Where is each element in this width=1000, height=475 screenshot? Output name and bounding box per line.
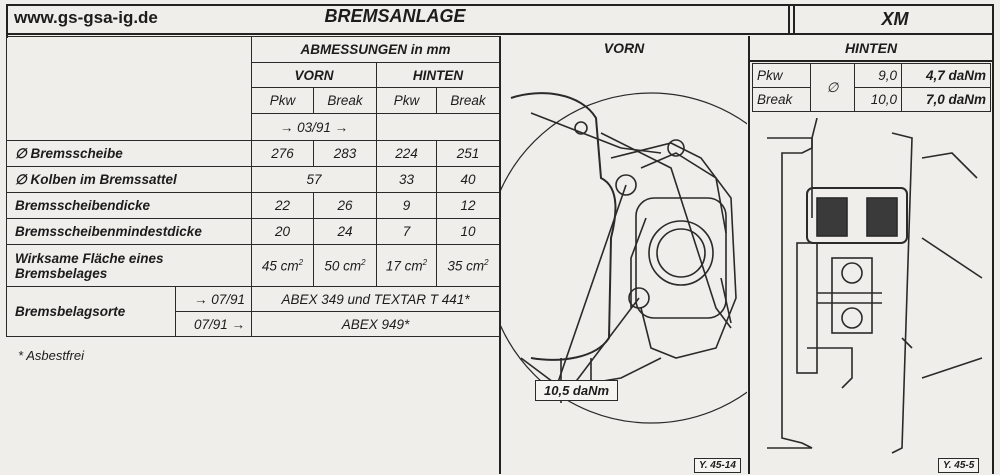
rear-title-rule [749, 60, 993, 62]
unit-sup: 2 [298, 257, 304, 267]
cell: 35 cm2 [436, 244, 500, 287]
area-value: 45 cm [261, 258, 299, 274]
cell: 26 [313, 192, 377, 219]
unit-sup: 2 [361, 257, 366, 267]
cell: 33 [376, 166, 437, 193]
table-row: Break 10,0 7,0 daNm [752, 87, 991, 112]
table-row: Wirksame Fläche eines Bremsbelages 45 cm… [6, 244, 500, 287]
front-caliper-diagram [501, 92, 747, 424]
header-divider [788, 4, 790, 34]
unit-sup: 2 [484, 257, 489, 267]
cell: 50 cm2 [313, 244, 377, 287]
cell: 10 [436, 218, 500, 245]
table-corner [6, 36, 252, 141]
rear-torque: 7,0 daNm [901, 87, 991, 112]
table-row: ∅ Bremsscheibe 276 283 224 251 [6, 140, 500, 167]
model-label: XM [881, 9, 909, 29]
cell: 7 [376, 218, 437, 245]
row-label: Wirksame Fläche eines Bremsbelages [6, 244, 252, 287]
front-diagram-title: VORN [603, 40, 645, 56]
dimensions-table: ABMESSUNGEN in mm VORN HINTEN Pkw Break … [6, 36, 500, 337]
cell: 283 [313, 140, 377, 167]
rear-value: 10,0 [854, 87, 902, 112]
rear-title: HINTEN [844, 40, 898, 56]
front-break-header: Break [313, 87, 377, 114]
pad-value-2: ABEX 949* [251, 311, 500, 337]
rear-diagram-ref: Y. 45-5 [938, 458, 980, 473]
footnote: * Asbestfrei [18, 348, 84, 363]
table-row: Pkw ∅ 9,0 4,7 daNm [752, 63, 991, 112]
rear-header: HINTEN [376, 62, 500, 88]
cell: 24 [313, 218, 377, 245]
cell: 224 [376, 140, 437, 167]
rear-torque: 4,7 daNm [901, 63, 991, 88]
front-diagram-left-rule [499, 36, 501, 474]
cell: 40 [436, 166, 500, 193]
front-diagram-ref: Y. 45-14 [694, 458, 741, 473]
rear-pkw-header: Pkw [376, 87, 437, 114]
frame-right [992, 4, 994, 474]
cell: 45 cm2 [251, 244, 314, 287]
pad-period-1: → 07/91 [175, 286, 252, 312]
header-top-rule [6, 4, 994, 6]
pad-value-1: ABEX 349 und TEXTAR T 441* [251, 286, 500, 312]
row-label: Bremsscheibendicke [6, 192, 252, 219]
table-row: Bremsscheibendicke 22 26 9 12 [6, 192, 500, 219]
table-row: Bremsscheibenmindestdicke 20 24 7 10 [6, 218, 500, 245]
row-label: Bremsscheibenmindestdicke [6, 218, 252, 245]
header-bottom-rule [6, 33, 994, 35]
table-row: 07/91 → ABEX 949* [7, 311, 500, 337]
period-empty [376, 113, 500, 141]
cell: 20 [251, 218, 314, 245]
front-header: VORN [251, 62, 377, 88]
page-title: BREMSANLAGE [324, 6, 466, 26]
rear-brake-diagram [767, 118, 983, 454]
front-diagram-right-rule [748, 36, 750, 474]
cell: 251 [436, 140, 500, 167]
front-torque-label: 10,5 daNm [535, 380, 619, 401]
cell: 9 [376, 192, 437, 219]
rear-value: 9,0 [854, 63, 902, 88]
rear-type: Break [752, 87, 811, 112]
rear-type: Pkw [752, 63, 811, 88]
area-value: 17 cm [385, 258, 423, 274]
cell: 17 cm2 [376, 244, 437, 287]
cell: 57 [251, 166, 377, 193]
row-label: ∅ Kolben im Bremssattel [6, 166, 252, 193]
area-value: 50 cm [324, 258, 362, 274]
table-row: ∅ Kolben im Bremssattel 57 33 40 [6, 166, 500, 193]
area-label-line-2: Bremsbelages [15, 265, 108, 281]
period-cell: → 03/91 → [251, 113, 377, 141]
diameter-symbol: ∅ [810, 63, 855, 112]
front-pkw-header: Pkw [251, 87, 314, 114]
pad-label: Bremsbelagsorte [6, 286, 176, 337]
cell: 276 [251, 140, 314, 167]
rear-torque-table: Pkw ∅ 9,0 4,7 daNm Break 10,0 7,0 daNm [752, 63, 991, 112]
group-header: ABMESSUNGEN in mm [251, 36, 500, 63]
frame-left [6, 4, 8, 38]
pad-period-2: 07/91 → [175, 311, 252, 337]
website-label: www.gs-gsa-ig.de [14, 8, 158, 27]
cell: 22 [251, 192, 314, 219]
unit-sup: 2 [422, 257, 428, 267]
rear-break-header: Break [436, 87, 500, 114]
table-row: Bremsbelagsorte → 07/91 ABEX 349 und TEX… [6, 286, 500, 337]
cell: 12 [436, 192, 500, 219]
header-divider-2 [793, 4, 795, 34]
row-label: ∅ Bremsscheibe [6, 140, 252, 167]
area-value: 35 cm [447, 258, 485, 274]
area-label-line-1: Wirksame Fläche eines [15, 250, 164, 266]
